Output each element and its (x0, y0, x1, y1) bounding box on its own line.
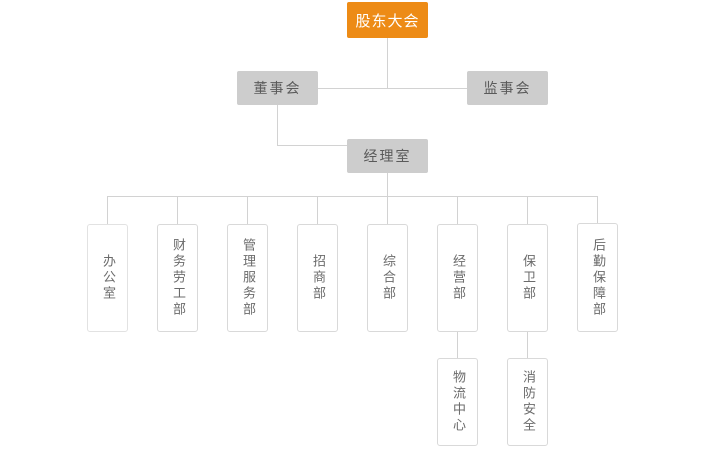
node-label: 管理服务部 (240, 238, 255, 318)
connector-drop-dept-5 (387, 196, 388, 224)
node-department-7[interactable]: 保卫部 (507, 224, 548, 332)
connector-root-down (387, 38, 388, 88)
node-label: 经理室 (363, 149, 412, 165)
node-department-5[interactable]: 综合部 (367, 224, 408, 332)
node-department-6[interactable]: 经营部 (437, 224, 478, 332)
node-label: 综合部 (380, 254, 395, 302)
node-department-2[interactable]: 财务劳工部 (157, 224, 198, 332)
node-label: 经营部 (450, 254, 465, 302)
node-supervisory-board[interactable]: 监事会 (467, 71, 548, 105)
node-label: 后勤保障部 (590, 237, 605, 318)
connector-board-down (277, 105, 278, 145)
connector-drop-subunit-2 (527, 332, 528, 358)
connector-drop-dept-8 (597, 196, 598, 223)
node-label: 招商部 (310, 254, 325, 302)
connector-drop-dept-7 (527, 196, 528, 224)
connector-drop-subunit-1 (457, 332, 458, 358)
node-subunit-1[interactable]: 物流中心 (437, 358, 478, 446)
connector-drop-dept-4 (317, 196, 318, 224)
node-label: 股东大会 (355, 11, 420, 30)
node-department-1[interactable]: 办公室 (87, 224, 128, 332)
node-label: 保卫部 (520, 254, 535, 302)
node-label: 物流中心 (450, 370, 465, 434)
connector-department-bus (107, 196, 597, 197)
node-label: 消防安全 (520, 370, 535, 434)
node-department-3[interactable]: 管理服务部 (227, 224, 268, 332)
node-label: 办公室 (100, 254, 115, 302)
node-label: 董事会 (253, 81, 302, 97)
connector-manager-down (387, 172, 388, 196)
node-label: 监事会 (483, 81, 532, 97)
connector-level1-bus (318, 88, 468, 89)
connector-drop-dept-2 (177, 196, 178, 224)
node-department-8[interactable]: 后勤保障部 (577, 223, 618, 332)
node-label: 财务劳工部 (170, 238, 185, 318)
connector-drop-dept-3 (247, 196, 248, 224)
node-shareholders-meeting[interactable]: 股东大会 (347, 2, 428, 38)
node-department-4[interactable]: 招商部 (297, 224, 338, 332)
node-manager-office[interactable]: 经理室 (347, 139, 428, 173)
node-subunit-2[interactable]: 消防安全 (507, 358, 548, 446)
connector-drop-dept-6 (457, 196, 458, 224)
node-board-of-directors[interactable]: 董事会 (237, 71, 318, 105)
connector-drop-dept-1 (107, 196, 108, 224)
connector-board-to-manager (277, 145, 348, 146)
